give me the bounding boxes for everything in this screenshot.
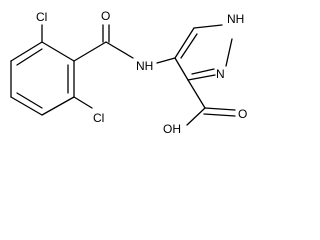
bond-c2-carbonyl xyxy=(73,41,107,62)
amide-nh-label: NH xyxy=(136,59,153,73)
chlorine-bottom-label: Cl xyxy=(93,111,104,125)
bond-c4-c5 xyxy=(10,96,43,116)
bond-c3-c4 xyxy=(41,96,75,116)
pyrazole-nh-label: NH xyxy=(227,12,244,26)
bond-carbonyl-nh xyxy=(105,41,134,59)
pyrazole-ring xyxy=(174,24,233,81)
bond-c6-c1-inner xyxy=(16,48,43,66)
bond-c4-c5-inner xyxy=(16,92,43,109)
chlorine-top-label: Cl xyxy=(36,10,47,24)
bond-c6-c1 xyxy=(10,41,43,62)
bond-c3-c4 xyxy=(174,57,189,81)
benzene-ring xyxy=(10,41,75,116)
carbonyl-oxygen-label: O xyxy=(101,9,110,23)
bond-c5-n1 xyxy=(193,24,223,29)
bond-n2-c3 xyxy=(187,74,216,81)
acid-oh-label: OH xyxy=(163,122,181,136)
bond-carboxyl-o-1 xyxy=(204,107,236,111)
chemical-structure: Cl Cl O NH NH N OH O xyxy=(10,9,247,136)
bond-n1-n2 xyxy=(225,38,233,67)
bond-nh-pyrazole xyxy=(156,57,176,64)
bond-carboxyl-oh xyxy=(186,107,206,126)
bond-n2-c3-inner xyxy=(191,68,215,75)
bond-c3-carboxyl xyxy=(187,79,206,109)
bond-c4-c5-pyrazole xyxy=(174,27,195,59)
bond-carboxyl-o-2 xyxy=(203,113,236,117)
bond-c1-c2 xyxy=(41,41,75,62)
pyrazole-n-label: N xyxy=(216,67,225,81)
acid-oxygen-label: O xyxy=(238,107,247,121)
bond-c3-cl-bottom xyxy=(73,96,93,109)
bond-c4-c5-pyrazole-inner xyxy=(180,33,198,59)
